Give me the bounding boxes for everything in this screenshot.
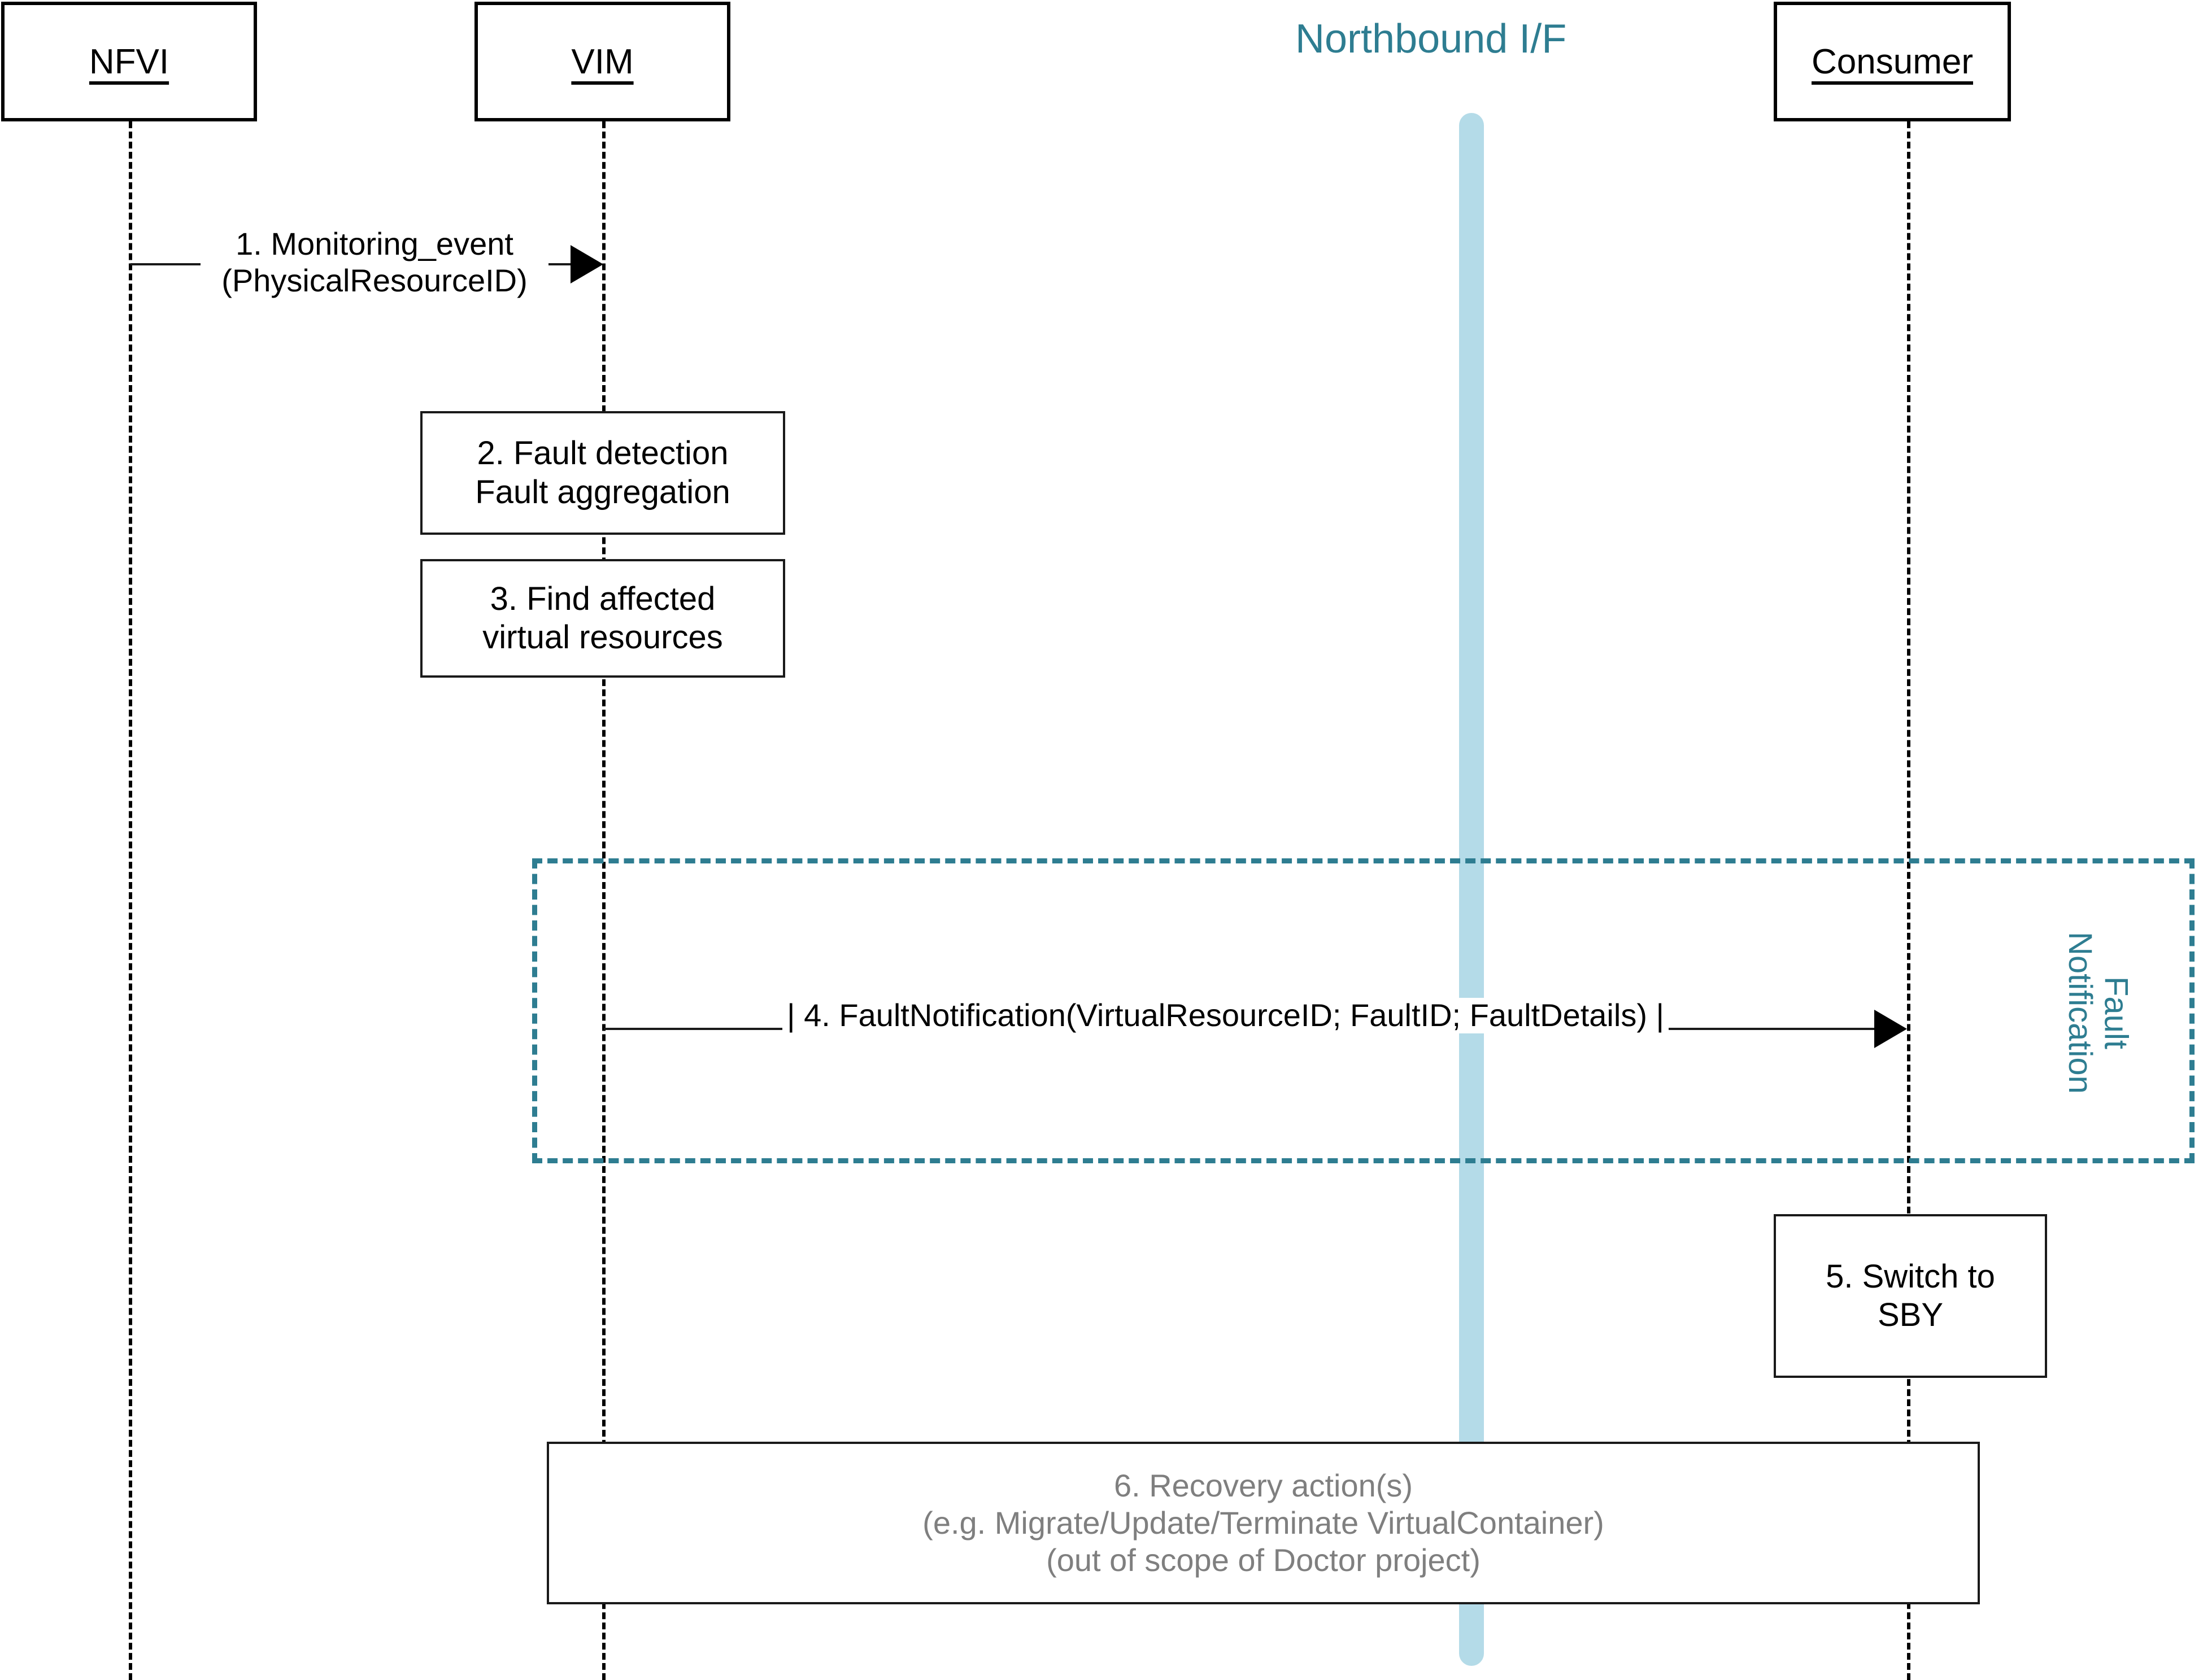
message-1-arrowhead	[571, 245, 603, 283]
activity-2-line1: 2. Fault detection	[477, 435, 729, 472]
activity-3-line2: virtual resources	[482, 619, 723, 656]
lifeline-dash-consumer	[1907, 121, 1910, 1680]
activity-box-switch-to-sby[interactable]: 5. Switch to SBY	[1774, 1214, 2047, 1378]
activity-box-recovery-actions[interactable]: 6. Recovery action(s) (e.g. Migrate/Upda…	[547, 1442, 1980, 1604]
activity-5-line1: 5. Switch to	[1826, 1258, 1995, 1295]
activity-box-fault-detection[interactable]: 2. Fault detection Fault aggregation	[420, 411, 785, 535]
northbound-interface-title: Northbound I/F	[1295, 16, 1567, 62]
activity-6-line1: 6. Recovery action(s)	[1113, 1467, 1413, 1503]
northbound-interface-bar	[1459, 113, 1484, 1666]
message-4-arrowhead	[1874, 1010, 1907, 1048]
lifeline-label-vim: VIM	[571, 42, 634, 81]
message-4-label-text: | 4. FaultNotification(VirtualResourceID…	[787, 997, 1665, 1033]
message-4-label: | 4. FaultNotification(VirtualResourceID…	[782, 997, 1669, 1033]
activity-5-line2: SBY	[1877, 1297, 1944, 1333]
activity-6-line2: (e.g. Migrate/Update/Terminate VirtualCo…	[922, 1504, 1604, 1541]
activity-box-find-affected-resources[interactable]: 3. Find affected virtual resources	[420, 559, 785, 678]
lifeline-header-vim[interactable]: VIM	[474, 2, 730, 121]
message-1-label-line2: (PhysicalResourceID)	[221, 262, 528, 298]
lifeline-header-consumer[interactable]: Consumer	[1774, 2, 2011, 121]
activity-3-line1: 3. Find affected	[490, 580, 716, 617]
lifeline-label-consumer: Consumer	[1812, 42, 1973, 81]
lifeline-dash-vim	[602, 121, 606, 1680]
fragment-fault-notification-label: Fault Notification	[2061, 891, 2135, 1134]
lifeline-header-nfvi[interactable]: NFVI	[1, 2, 257, 121]
message-1-label-line1: 1. Monitoring_event	[236, 226, 513, 261]
activity-2-line2: Fault aggregation	[475, 473, 730, 510]
lifeline-label-nfvi: NFVI	[89, 42, 169, 81]
fragment-label-text: Fault Notification	[2061, 931, 2135, 1094]
message-1-label: 1. Monitoring_event (PhysicalResourceID)	[201, 226, 548, 299]
lifeline-dash-nfvi	[129, 121, 132, 1680]
activity-6-line3: (out of scope of Doctor project)	[1046, 1542, 1481, 1578]
